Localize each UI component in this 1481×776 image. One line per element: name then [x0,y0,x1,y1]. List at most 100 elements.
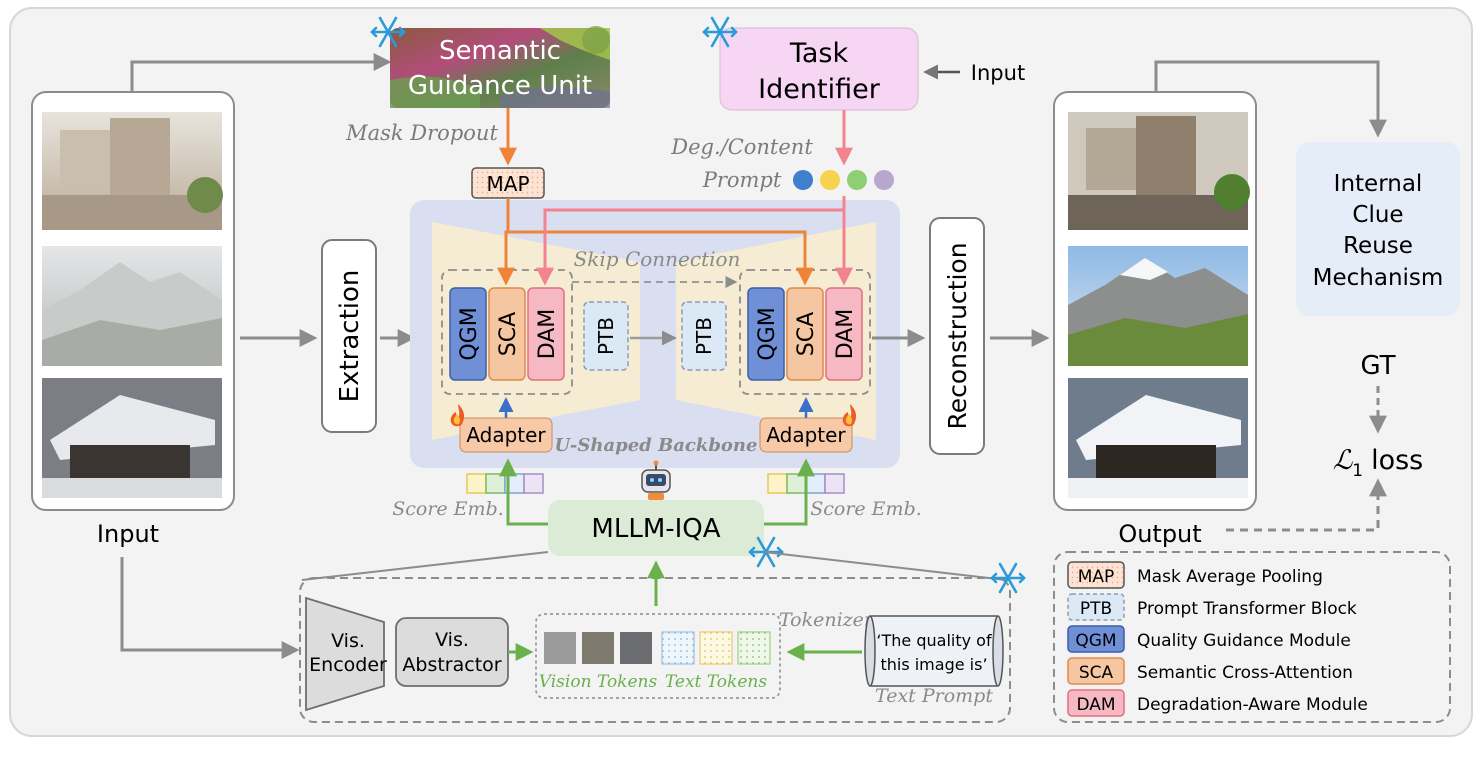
output-label: Output [1118,520,1201,548]
text-prompt-line1: ‘The quality of [876,631,992,650]
qgm-block-left [449,287,487,381]
legend-swatch-dam [1067,689,1125,717]
vision-token [582,632,614,664]
legend-desc-sca: Semantic Cross-Attention [1137,663,1353,683]
text-prompt-scroll [864,615,1004,687]
prompt-dots [793,170,894,190]
mllm-iqa-label: MLLM-IQA [591,514,720,544]
loss-symbol: ℒ [1333,445,1353,476]
dam-label-left: DAM [535,309,560,360]
ptb-block-left [583,301,629,371]
ptb-label-right: PTB [692,317,716,355]
legend-desc-map: Mask Average Pooling [1137,567,1323,587]
legend-abbr-dam: DAM [1076,695,1115,715]
score-embedding-left [466,473,544,494]
arrow-output-to-loss [1226,478,1387,532]
snowflake-icon [702,16,738,48]
qgm-label-right: QGM [755,307,780,360]
snowflake-icon [370,16,406,48]
text-tokens-label: Text Tokens [665,672,767,692]
score-embedding-right [767,473,845,494]
arrow-input-to-encoder [120,557,300,659]
task-identifier-line1: Task [789,38,849,69]
arrow-output-to-icrm [1154,60,1387,138]
output-image-mountain [1068,246,1248,366]
zoom-line-left [301,551,549,581]
loss-subscript: 1 [1352,461,1363,481]
vision-token [620,632,652,664]
vision-token [544,632,576,664]
dam-label-right: DAM [833,309,858,360]
reconstruction-label: Reconstruction [943,242,972,429]
tokens-group [535,613,781,699]
output-image-street [1068,112,1250,230]
score-emb-label-right: Score Emb. [810,498,922,520]
input-label: Input [97,520,159,548]
loss-label: ℒ1 loss [1333,445,1423,481]
adapter-label-right: Adapter [766,423,846,447]
legend-swatch-sca [1067,657,1125,685]
prompt-dot [820,170,840,190]
text-token [699,631,733,665]
text-prompt-label: Text Prompt [875,685,993,707]
zoom-line-right [763,551,1007,581]
prompt-dot [874,170,894,190]
prompt-label-line2: Prompt [702,168,782,192]
legend-swatch-ptb [1067,593,1125,621]
adapter-label-left: Adapter [466,423,546,447]
vis-encoder-line1: Vis. [331,630,365,652]
prompt-label-line1: Deg./Content [670,135,813,159]
skip-connection-label: Skip Connection [574,247,741,271]
fire-icon [450,404,465,427]
semantic-guidance-unit: Semantic Guidance Unit [390,26,610,108]
semantic-unit-line2: Guidance Unit [408,71,592,101]
ptb-block-right [681,301,727,371]
arrow-map-to-sca-right [508,230,814,286]
arrow-prompt-to-dam-left [536,196,846,286]
arrow-mllm-to-adapter-right [764,458,815,526]
gt-label: GT [1360,351,1395,381]
input-image-snow [42,378,222,498]
qgm-block-right [747,287,785,381]
extraction-box [321,239,377,433]
task-identifier-box [719,27,919,111]
prompt-dot [793,170,813,190]
reconstruction-box [929,217,985,455]
arrow-input-to-semantic [130,53,392,92]
text-token [737,631,771,665]
legend-desc-qgm: Quality Guidance Module [1137,631,1351,651]
sca-label-left: SCA [496,312,521,356]
legend-abbr-qgm: QGM [1075,631,1116,651]
vis-abstractor-line1: Vis. [435,629,469,651]
icrm-line3: Reuse [1343,233,1413,259]
legend-swatch-map [1067,561,1125,589]
extraction-label: Extraction [335,270,365,403]
legend-abbr-ptb: PTB [1080,599,1112,619]
qgm-label-left: QGM [457,307,482,360]
task-identifier-line2: Identifier [758,74,881,105]
semantic-unit-line1: Semantic [439,36,561,66]
sca-label-right: SCA [794,312,819,356]
text-token [661,631,695,665]
sca-block-right [786,287,824,381]
decoder-module-group [739,269,871,395]
legend-swatch-qgm [1067,625,1125,653]
map-label: MAP [487,172,530,196]
output-image-snow [1068,378,1248,498]
legend-abbr-map: MAP [1078,567,1115,587]
vis-encoder [305,596,385,712]
fire-icon [842,404,857,427]
vis-abstractor-line2: Abstractor [402,654,501,676]
input-image-haze [42,112,223,230]
icrm-box [1296,142,1460,316]
loss-word: loss [1371,445,1423,476]
input-image-mountain [42,246,222,366]
text-prompt-line2: this image is’ [880,655,987,674]
sca-block-left [488,287,526,381]
icrm-line1: Internal [1334,171,1423,197]
vision-tokens-label: Vision Tokens [539,672,658,692]
arrow-mllm-to-adapter-left [499,458,548,526]
mask-dropout-label: Mask Dropout [345,121,498,145]
dam-block-left [527,287,565,381]
